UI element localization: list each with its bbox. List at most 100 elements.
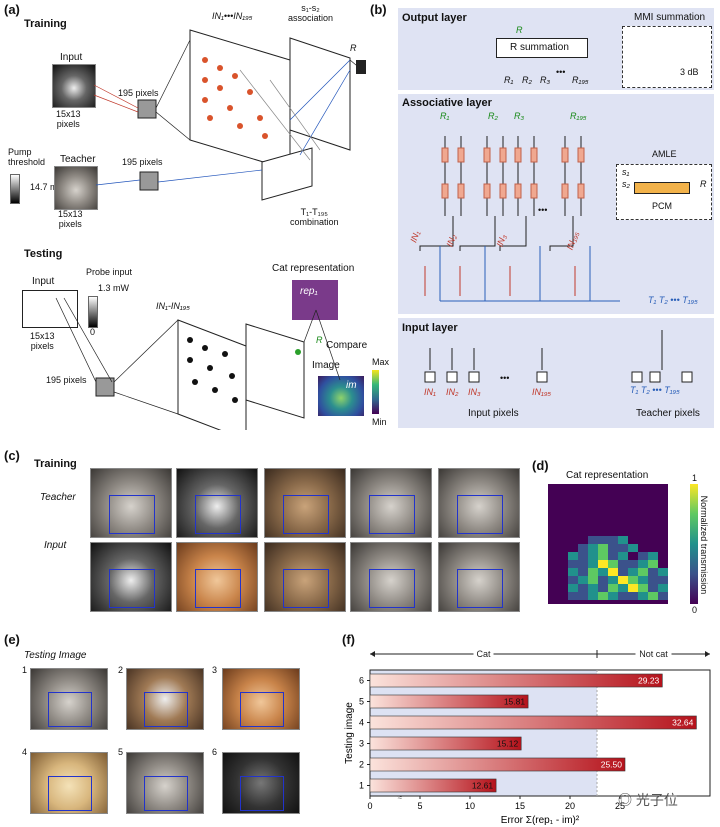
pixels-195-label-3: 195 pixels <box>46 375 87 385</box>
heatmap-cell <box>578 560 588 568</box>
test-photo-6 <box>222 752 300 814</box>
heatmap-cell <box>608 552 618 560</box>
combination-block <box>261 147 313 201</box>
test-input-label: Input <box>32 276 55 287</box>
heatmap-cell <box>598 544 608 552</box>
teacher-photo-5 <box>438 468 520 538</box>
heatmap-cell <box>618 536 628 544</box>
pcm-elements <box>441 147 585 199</box>
assoc-R195: R₁₉₅ <box>570 111 587 121</box>
d-title: Cat representation <box>566 470 649 481</box>
y-tick-label-3: 3 <box>359 739 364 749</box>
out-R195: R₁₉₅ <box>572 75 589 85</box>
heatmap-cell <box>578 576 588 584</box>
heatmap-cell <box>608 560 618 568</box>
s1-label: s₁ <box>622 167 630 177</box>
heatmap-cell <box>628 576 638 584</box>
y-tick-label-2: 2 <box>359 760 364 770</box>
e-num-1: 1 <box>22 665 28 675</box>
input-pixels-label: Input pixels <box>468 408 519 419</box>
x-tick-label-5: 5 <box>417 801 422 811</box>
out-R1: R₁ <box>504 75 514 85</box>
e-num-2: 2 <box>118 665 124 675</box>
heatmap-cell <box>648 560 658 568</box>
R-summation-label: R summation <box>510 42 569 53</box>
panel-f-label: (f) <box>342 632 355 647</box>
heatmap-cell <box>618 576 628 584</box>
y-tick-label-4: 4 <box>359 718 364 728</box>
heatmap-cell <box>618 552 628 560</box>
panel-a-label: (a) <box>4 2 20 17</box>
association-label: s₁-s₂ association <box>288 3 334 23</box>
db-label: 3 dB <box>680 67 699 77</box>
axis-break-mark: ≈ <box>398 793 403 802</box>
teacher-photo-3 <box>264 468 346 538</box>
assoc-plane <box>289 37 351 151</box>
heatmap-cell <box>658 592 668 600</box>
in-plane-dots <box>202 57 268 139</box>
test-input-frame <box>22 290 78 328</box>
heatmap-cell <box>568 576 578 584</box>
heatmap-cell <box>618 592 628 600</box>
im-label: im <box>346 380 357 391</box>
heatmap-cell <box>598 552 608 560</box>
bar-value-label-2: 25.50 <box>601 760 623 770</box>
input-label: Input <box>60 52 83 63</box>
heatmap-cell <box>578 568 588 576</box>
mmi-summation-label: MMI summation <box>634 12 706 23</box>
teacher-cat-photo <box>54 166 98 210</box>
heatmap-cell <box>588 552 598 560</box>
training-heading: Training <box>24 18 67 30</box>
heatmap-cell <box>638 576 648 584</box>
heatmap-cell <box>588 592 598 600</box>
training-diagram <box>93 29 366 201</box>
wechat-icon: ◎ <box>618 792 636 808</box>
heatmap-cell <box>588 584 598 592</box>
heatmap-cell <box>658 584 668 592</box>
teacher-pixels-label: Teacher pixels <box>636 408 700 419</box>
amle-R-label: R <box>700 179 707 189</box>
input-photo-5 <box>438 542 520 612</box>
input-size-label: 15x13 pixels <box>56 109 81 129</box>
not-cat-region-label: Not cat <box>639 649 668 659</box>
bar-value-label-5: 15.81 <box>504 697 526 707</box>
x-tick-label-25: 25 <box>615 801 625 811</box>
probe-input-label: Probe input <box>86 267 133 277</box>
heatmap-cell <box>638 552 648 560</box>
cat-representation-label: Cat representation <box>272 263 355 274</box>
heatmap-cell <box>628 544 638 552</box>
probe-value: 1.3 mW <box>98 283 130 293</box>
heatmap-cell <box>618 568 628 576</box>
heatmap-cell <box>608 576 618 584</box>
heatmap-cell <box>608 568 618 576</box>
ip-in3: IN₃ <box>468 387 481 397</box>
heatmap-cell <box>618 560 628 568</box>
heatmap-cell <box>568 592 578 600</box>
panel-c-label: (c) <box>4 448 20 463</box>
R-summation-box <box>496 38 588 58</box>
in-label-2: IN₁-IN₁₉₅ <box>156 301 190 311</box>
heatmap-cell <box>578 584 588 592</box>
out-dots: ••• <box>556 67 566 77</box>
heatmap-cell <box>598 584 608 592</box>
test-195-block <box>95 377 115 397</box>
in-label: IN₁•••IN₁₉₅ <box>212 11 253 21</box>
test-photo-1 <box>30 668 108 730</box>
heatmap-cell <box>598 576 608 584</box>
bar-2 <box>369 757 626 772</box>
test-in-dots <box>187 337 238 403</box>
y-tick-label-6: 6 <box>359 676 364 686</box>
input-photo-2 <box>176 542 258 612</box>
cat-arrow-head <box>370 651 375 657</box>
bar-4 <box>369 715 697 730</box>
amle-label: AMLE <box>652 149 677 159</box>
cat-region-shading <box>370 670 597 796</box>
c-training-heading: Training <box>34 458 77 470</box>
input-photo-4 <box>350 542 432 612</box>
heatmap-cell <box>648 568 658 576</box>
e-title: Testing Image <box>24 650 87 661</box>
ip-dots: ••• <box>500 373 510 383</box>
d-colorbar <box>690 484 698 604</box>
rep-label: rep₁ <box>300 286 318 297</box>
